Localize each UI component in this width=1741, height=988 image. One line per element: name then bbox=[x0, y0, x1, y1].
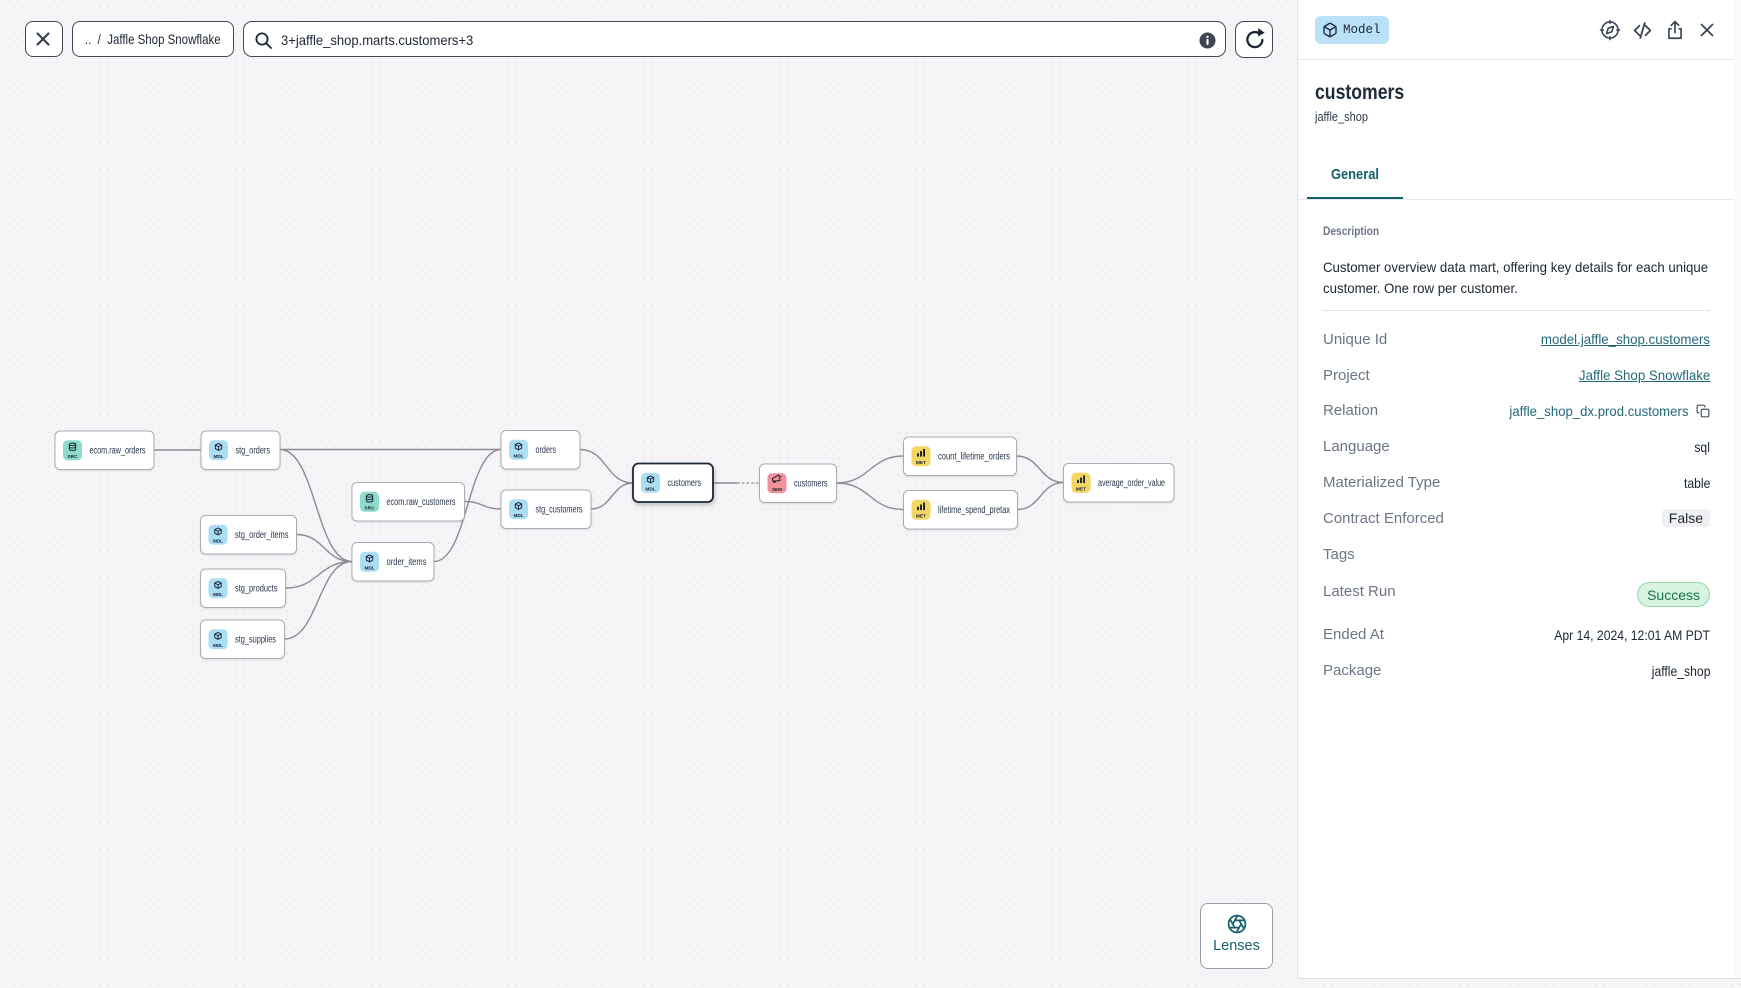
svg-text:stg_supplies: stg_supplies bbox=[235, 635, 276, 646]
svg-text:MDL: MDL bbox=[213, 454, 223, 459]
svg-text:MET: MET bbox=[1076, 486, 1086, 491]
svg-text:stg_order_items: stg_order_items bbox=[235, 530, 289, 541]
svg-text:ecom.raw_customers: ecom.raw_customers bbox=[387, 497, 456, 508]
svg-text:MET: MET bbox=[916, 460, 926, 465]
svg-text:order_items: order_items bbox=[387, 557, 427, 568]
svg-text:stg_orders: stg_orders bbox=[236, 446, 271, 457]
svg-text:orders: orders bbox=[536, 445, 557, 456]
svg-text:MDL: MDL bbox=[213, 643, 223, 648]
svg-text:stg_products: stg_products bbox=[235, 584, 278, 595]
svg-text:lifetime_spend_pretax: lifetime_spend_pretax bbox=[938, 505, 1010, 516]
svg-text:MDL: MDL bbox=[213, 592, 223, 597]
svg-text:ecom.raw_orders: ecom.raw_orders bbox=[90, 446, 146, 457]
svg-text:MET: MET bbox=[916, 513, 926, 518]
svg-text:SRC: SRC bbox=[364, 505, 375, 510]
svg-text:average_order_value: average_order_value bbox=[1098, 478, 1165, 489]
svg-text:customers: customers bbox=[794, 479, 828, 490]
svg-text:MDL: MDL bbox=[645, 486, 655, 491]
svg-text:MDL: MDL bbox=[213, 538, 223, 543]
svg-text:MDL: MDL bbox=[513, 453, 523, 458]
svg-text:SEM: SEM bbox=[772, 487, 782, 492]
svg-text:stg_customers: stg_customers bbox=[536, 505, 583, 516]
svg-text:customers: customers bbox=[668, 478, 702, 489]
svg-text:count_lifetime_orders: count_lifetime_orders bbox=[938, 452, 1010, 463]
svg-text:MDL: MDL bbox=[364, 565, 374, 570]
svg-text:MDL: MDL bbox=[513, 513, 523, 518]
svg-text:SRC: SRC bbox=[67, 454, 78, 459]
